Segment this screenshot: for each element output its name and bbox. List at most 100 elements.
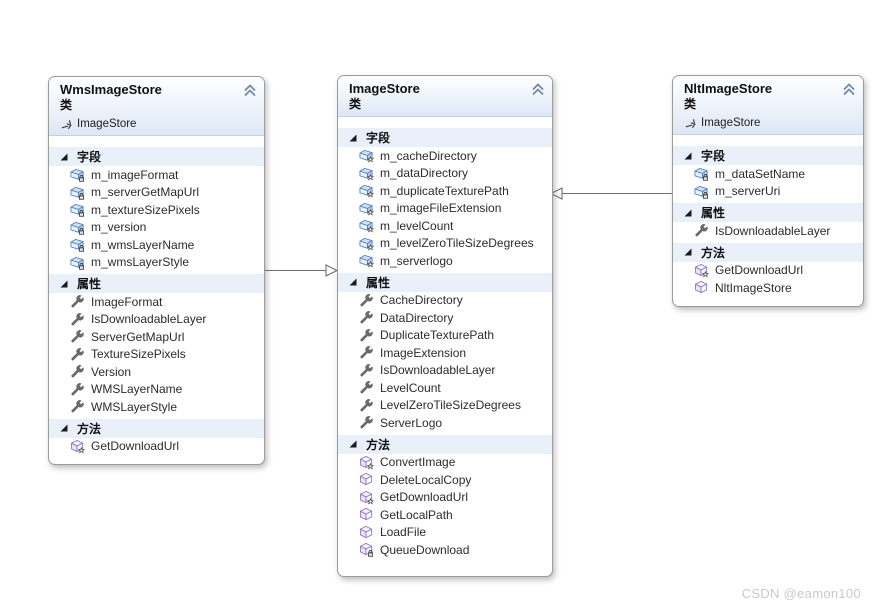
section-header-methods[interactable]: 方法 (49, 418, 264, 438)
expander-icon[interactable] (59, 423, 69, 433)
member-name: GetLocalPath (380, 507, 453, 522)
member-row[interactable]: DuplicateTexturePath (338, 327, 552, 345)
member-row[interactable]: WMSLayerName (49, 381, 264, 399)
member-row[interactable]: m_cacheDirectory (338, 147, 552, 165)
expander-icon[interactable] (59, 279, 69, 289)
section-header-fields[interactable]: 字段 (673, 146, 863, 165)
member-row[interactable]: ServerLogo (338, 414, 552, 432)
member-row[interactable]: NltImageStore (673, 279, 863, 297)
expander-icon[interactable] (59, 152, 69, 162)
member-row[interactable]: IsDownloadableLayer (338, 362, 552, 380)
member-row[interactable]: DeleteLocalCopy (338, 471, 552, 489)
section-header-properties[interactable]: 属性 (338, 272, 552, 292)
member-row[interactable]: GetDownloadUrl (338, 489, 552, 507)
member-row[interactable]: m_version (49, 219, 264, 237)
section-label: 字段 (366, 131, 391, 145)
member-name: CacheDirectory (380, 293, 463, 308)
member-name: m_serverlogo (380, 253, 453, 268)
member-row[interactable]: LevelZeroTileSizeDegrees (338, 397, 552, 415)
member-row[interactable]: m_levelCount (338, 217, 552, 235)
member-row[interactable]: m_wmsLayerStyle (49, 254, 264, 272)
member-row[interactable]: m_serverlogo (338, 252, 552, 270)
property-icon (70, 364, 85, 379)
collapse-chevron-icon[interactable] (531, 82, 545, 101)
member-row[interactable]: LoadFile (338, 524, 552, 542)
section-header-properties[interactable]: 属性 (49, 274, 264, 293)
member-row[interactable]: IsDownloadableLayer (673, 222, 863, 240)
member-row[interactable]: DataDirectory (338, 309, 552, 327)
member-name: NltImageStore (715, 280, 792, 295)
section-header-fields[interactable]: 字段 (49, 147, 264, 166)
member-row[interactable]: m_imageFileExtension (338, 200, 552, 218)
member-row[interactable]: ImageExtension (338, 344, 552, 362)
expander-icon[interactable] (683, 247, 693, 257)
member-name: m_dataDirectory (380, 166, 469, 181)
member-row[interactable]: TextureSizePixels (49, 346, 264, 364)
member-row[interactable]: LevelCount (338, 379, 552, 397)
expander-icon[interactable] (683, 151, 693, 161)
property-icon (359, 380, 374, 395)
field-icon (70, 185, 85, 200)
member-row[interactable]: m_imageFormat (49, 166, 264, 184)
expander-icon[interactable] (348, 439, 358, 449)
expander-icon[interactable] (683, 208, 693, 218)
member-row[interactable]: CacheDirectory (338, 292, 552, 310)
field-icon (70, 220, 85, 235)
class-title: ImageStore (349, 81, 420, 96)
inheritance-arrow-nltimagestore-to-imagestore[interactable] (549, 187, 672, 200)
inheritance-arrow-wmsimagestore-to-imagestore[interactable] (263, 264, 339, 277)
member-row[interactable]: m_serverUri (673, 183, 863, 201)
member-row[interactable]: m_serverGetMapUrl (49, 184, 264, 202)
field-icon (359, 183, 374, 198)
expander-icon[interactable] (348, 133, 358, 143)
method-icon (359, 507, 374, 522)
member-row[interactable]: GetLocalPath (338, 506, 552, 524)
member-name: ServerLogo (380, 415, 443, 430)
member-row[interactable]: m_levelZeroTileSizeDegrees (338, 235, 552, 253)
member-row[interactable]: IsDownloadableLayer (49, 311, 264, 329)
member-row[interactable]: m_dataDirectory (338, 165, 552, 183)
member-name: DeleteLocalCopy (380, 472, 472, 487)
member-name: m_levelZeroTileSizeDegrees (380, 236, 534, 251)
member-name: m_cacheDirectory (380, 148, 477, 163)
member-name: WMSLayerName (91, 382, 183, 397)
method-icon (359, 472, 374, 487)
collapse-chevron-icon[interactable] (842, 82, 856, 101)
section-header-fields[interactable]: 字段 (338, 128, 552, 147)
section-label: 方法 (77, 421, 102, 436)
collapse-chevron-icon[interactable] (243, 83, 257, 102)
member-row[interactable]: GetDownloadUrl (49, 438, 264, 456)
member-row[interactable]: ImageFormat (49, 293, 264, 311)
property-icon (359, 328, 374, 343)
member-row[interactable]: GetDownloadUrl (673, 262, 863, 280)
section-header-properties[interactable]: 属性 (673, 203, 863, 222)
member-row[interactable]: m_duplicateTexturePath (338, 182, 552, 200)
member-row[interactable]: ConvertImage (338, 454, 552, 472)
member-row[interactable]: Version (49, 363, 264, 381)
member-row[interactable]: WMSLayerStyle (49, 398, 264, 416)
base-type-arrow-icon (684, 116, 697, 129)
section-header-methods[interactable]: 方法 (338, 434, 552, 454)
member-row[interactable]: m_dataSetName (673, 165, 863, 183)
member-row[interactable]: ServerGetMapUrl (49, 328, 264, 346)
section-label: 属性 (701, 206, 726, 220)
member-row[interactable]: m_wmsLayerName (49, 236, 264, 254)
member-row[interactable]: QueueDownload (338, 541, 552, 559)
member-name: m_textureSizePixels (91, 202, 200, 217)
field-icon (359, 218, 374, 233)
member-row[interactable]: m_textureSizePixels (49, 201, 264, 219)
base-type-name: ImageStore (701, 116, 761, 129)
member-name: m_serverUri (715, 184, 781, 199)
expander-icon[interactable] (348, 277, 358, 287)
member-name: m_duplicateTexturePath (380, 183, 509, 198)
section-header-methods[interactable]: 方法 (673, 242, 863, 262)
member-name: ConvertImage (380, 455, 456, 470)
